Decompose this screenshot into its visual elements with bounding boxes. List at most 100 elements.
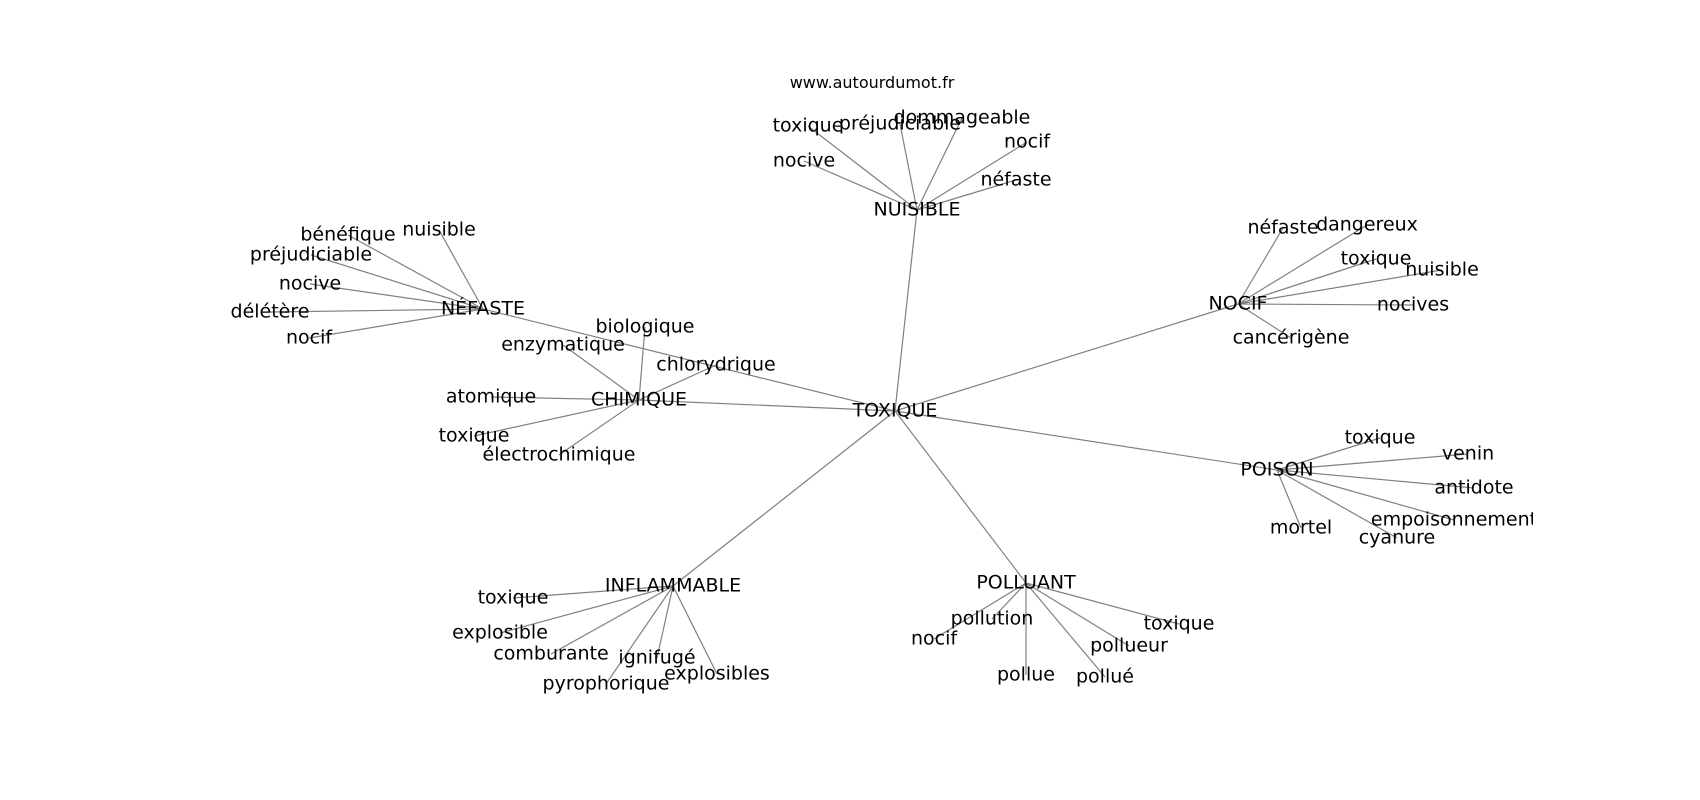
word-node[interactable]: toxique [1341, 248, 1412, 270]
edge-poison-word [1276, 469, 1302, 529]
edge-nefaste-word [310, 254, 484, 310]
word-node[interactable]: dangereux [1316, 214, 1418, 236]
word-node[interactable]: chlorydrique [656, 354, 775, 376]
word-node[interactable]: cyanure [1359, 527, 1436, 549]
word-node[interactable]: pollué [1076, 666, 1134, 688]
edge-center-chimique [638, 399, 896, 412]
edge-chimique-word [473, 399, 640, 437]
edge-center-poison [894, 410, 1278, 471]
edge-center-nocif [894, 303, 1239, 412]
word-node[interactable]: pollution [951, 608, 1034, 630]
edge-chimique-word [562, 344, 640, 401]
word-node[interactable]: nuisible [402, 219, 476, 241]
word-node[interactable]: dommageable [894, 107, 1031, 129]
edge-nocif-word [1237, 303, 1414, 306]
word-node[interactable]: toxique [439, 425, 510, 447]
edge-chimique-word [638, 364, 717, 401]
edges-layer [269, 117, 1475, 685]
edge-nefaste-word [308, 308, 484, 339]
word-node[interactable]: pollue [997, 664, 1055, 686]
edge-nefaste-word [269, 308, 484, 313]
word-node[interactable]: pyrophorique [543, 673, 670, 695]
labels-layer: TOXIQUENUISIBLEtoxiquepréjudiciabledomma… [231, 107, 1537, 695]
edge-poison-word [1276, 469, 1398, 539]
hub-node-polluant[interactable]: POLLUANT [976, 572, 1076, 594]
word-node[interactable]: mortel [1270, 517, 1332, 539]
hub-node-nefaste[interactable]: NÉFASTE [441, 297, 525, 320]
hub-node-nuisible[interactable]: NUISIBLE [873, 199, 960, 221]
edge-polluant-word [1025, 582, 1180, 625]
edge-nuisible-word [807, 125, 918, 211]
edge-center-nefaste [482, 308, 896, 412]
edge-nocif-word [1237, 269, 1443, 305]
word-node[interactable]: bénéfique [300, 224, 395, 246]
word-node[interactable]: nocif [911, 628, 958, 650]
edge-nocif-word [1237, 303, 1292, 339]
edge-polluant-word [933, 582, 1027, 640]
edge-nefaste-word [347, 234, 484, 310]
word-node[interactable]: toxique [478, 587, 549, 609]
word-node[interactable]: néfaste [980, 169, 1051, 191]
edge-chimique-word [490, 396, 640, 401]
edge-polluant-word [1025, 582, 1130, 647]
word-node[interactable]: ignifugé [618, 647, 695, 669]
word-node[interactable]: empoisonnement [1371, 509, 1537, 531]
edge-nuisible-word [916, 179, 1017, 211]
hub-node-poison[interactable]: POISON [1240, 459, 1313, 481]
edge-inflammable-word [605, 585, 674, 685]
edge-nefaste-word [438, 229, 484, 310]
edge-inflammable-word [672, 585, 718, 675]
word-node[interactable]: antidote [1434, 477, 1513, 499]
word-node[interactable]: néfaste [1247, 217, 1318, 239]
word-node[interactable]: nocif [1004, 131, 1051, 153]
center-node-label[interactable]: TOXIQUE [852, 400, 938, 422]
edge-center-inflammable [672, 410, 896, 587]
edge-inflammable-word [656, 585, 674, 659]
word-node[interactable]: nocives [1377, 294, 1449, 316]
word-node[interactable]: atomique [446, 386, 536, 408]
site-credit[interactable]: www.autourdumot.fr [790, 73, 955, 92]
edge-inflammable-word [550, 585, 674, 655]
word-node[interactable]: enzymatique [501, 334, 625, 356]
word-node[interactable]: nocive [279, 273, 341, 295]
edge-nocif-word [1237, 224, 1368, 305]
edge-polluant-word [1025, 582, 1106, 678]
edge-chimique-word [638, 326, 646, 401]
word-node[interactable]: explosibles [664, 663, 770, 685]
word-node[interactable]: nuisible [1405, 259, 1479, 281]
word-node[interactable]: venin [1442, 443, 1494, 465]
word-node[interactable]: comburante [493, 643, 608, 665]
word-node[interactable]: cancérigène [1233, 327, 1350, 349]
edge-center-nuisible [894, 209, 918, 412]
word-node[interactable]: toxique [1144, 613, 1215, 635]
edge-inflammable-word [499, 585, 674, 634]
word-node[interactable]: préjudiciable [250, 244, 372, 266]
edge-poison-word [1276, 453, 1469, 471]
edge-poison-word [1276, 469, 1475, 489]
hub-node-inflammable[interactable]: INFLAMMABLE [605, 575, 741, 597]
word-node[interactable]: biologique [596, 316, 695, 338]
word-node[interactable]: nocif [286, 327, 333, 349]
word-node[interactable]: toxique [1345, 427, 1416, 449]
edge-polluant-word [991, 582, 1027, 620]
word-node[interactable]: préjudiciable [839, 113, 961, 135]
word-node[interactable]: électrochimique [483, 444, 636, 466]
hub-node-nocif[interactable]: NOCIF [1209, 293, 1268, 315]
word-node[interactable]: pollueur [1090, 635, 1168, 657]
edge-nuisible-word [916, 117, 963, 211]
hub-node-chimique[interactable]: CHIMIQUE [591, 389, 687, 411]
edge-inflammable-word [512, 585, 674, 599]
edge-nocif-word [1237, 227, 1284, 305]
edge-poison-word [1276, 469, 1455, 521]
word-node[interactable]: nocive [773, 150, 835, 172]
edge-chimique-word [558, 399, 640, 456]
edge-nocif-word [1237, 258, 1377, 305]
word-node[interactable]: explosible [452, 622, 548, 644]
edge-nuisible-word [803, 160, 918, 211]
word-node[interactable]: toxique [773, 115, 844, 137]
word-node[interactable]: délétère [231, 301, 310, 323]
edge-center-polluant [894, 410, 1027, 584]
edge-nuisible-word [899, 123, 918, 211]
edge-nefaste-word [309, 283, 484, 310]
